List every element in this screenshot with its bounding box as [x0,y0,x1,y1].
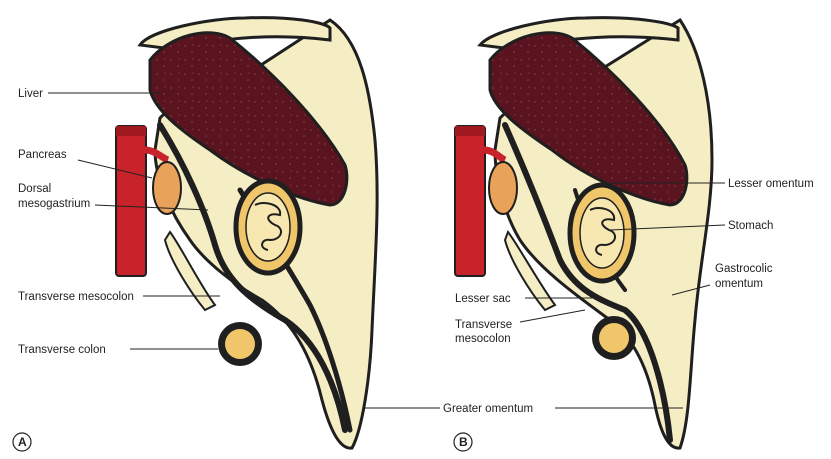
label-lesser-omentum: Lesser omentum [728,178,814,190]
label-gastrocolic-omentum-line2: omentum [715,278,763,290]
label-transverse-colon: Transverse colon [18,344,106,356]
transverse-colon-b [592,316,636,360]
label-stomach: Stomach [728,220,773,232]
panel-b [455,18,712,449]
pancreas-a [153,162,181,214]
label-lesser-sac: Lesser sac [455,293,511,305]
svg-text:B: B [459,435,468,449]
svg-text:A: A [18,435,27,449]
label-liver: Liver [18,88,43,100]
panel-letter-a: A [13,433,31,451]
panel-letter-b: B [454,433,472,451]
label-transverse-mesocolon-a: Transverse mesocolon [18,291,134,303]
label-transverse-mesocolon-b-line2: mesocolon [455,333,511,345]
label-dorsal-mesogastrium-line2: mesogastrium [18,198,90,210]
label-greater-omentum: Greater omentum [443,403,533,415]
stomach-b [570,185,634,281]
label-gastrocolic-omentum-line1: Gastrocolic [715,263,773,275]
stomach-a [236,181,300,273]
label-pancreas: Pancreas [18,149,67,161]
transverse-colon-a [218,322,262,366]
label-transverse-mesocolon-b-line1: Transverse [455,319,512,331]
pancreas-b [489,162,517,214]
label-dorsal-mesogastrium-line1: Dorsal [18,183,51,195]
panel-a [116,18,377,449]
